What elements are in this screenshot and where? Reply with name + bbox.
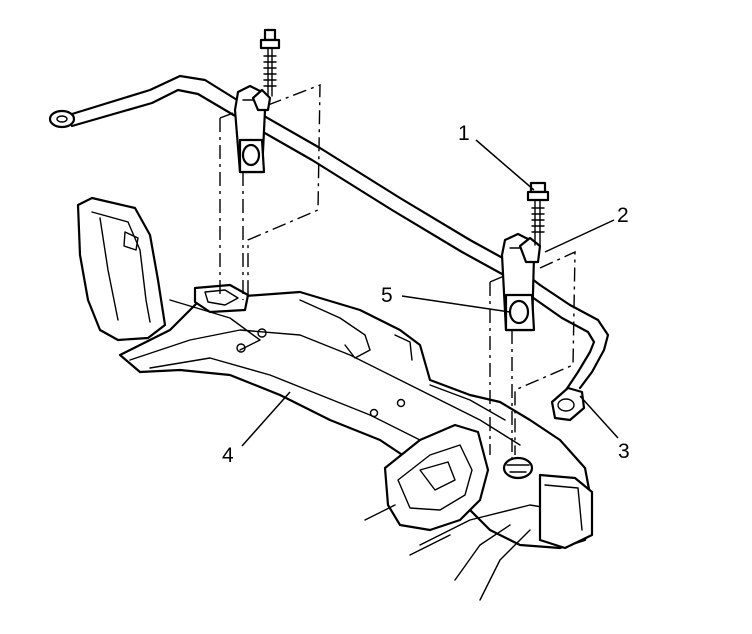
right-bolt <box>526 181 550 246</box>
leader-lines <box>241 139 619 447</box>
left-bushing-clamp <box>233 84 272 174</box>
callout-1: 1 <box>458 122 470 145</box>
callout-3: 3 <box>618 440 630 463</box>
stabilizer-bar <box>48 74 610 422</box>
left-bolt <box>259 28 281 97</box>
callout-4: 4 <box>222 444 234 467</box>
callout-5: 5 <box>381 284 393 307</box>
alignment-lines <box>219 83 576 460</box>
frame-crossmember <box>76 196 594 601</box>
right-bushing-clamp <box>500 232 542 332</box>
callout-2: 2 <box>617 204 629 227</box>
